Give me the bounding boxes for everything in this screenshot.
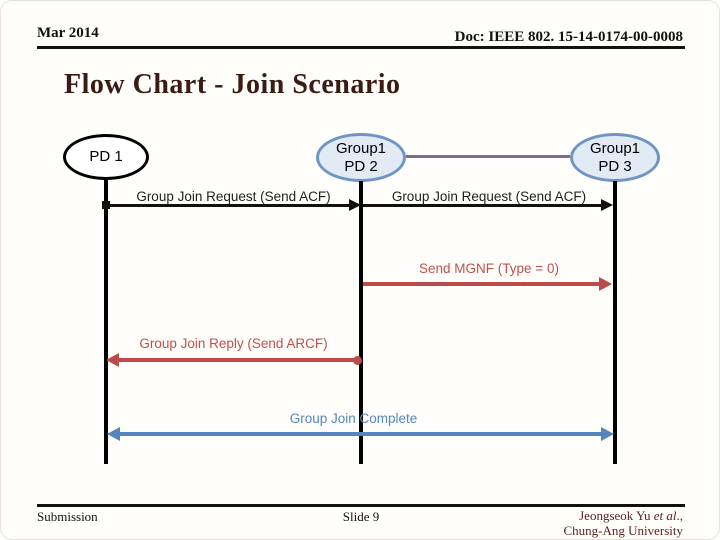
message-label-join-request-2: Group Join Request (Send ACF)	[391, 189, 587, 204]
message-origin-dot-icon	[353, 356, 362, 365]
message-line-join-reply	[118, 358, 356, 362]
node-pd2-group-label: Group1	[335, 140, 387, 158]
node-pd1: PD 1	[63, 134, 149, 180]
message-origin-dot-icon	[102, 201, 110, 209]
footer-slide-number: Slide 9	[342, 509, 380, 524]
message-label-send-mgnf: Send MGNF (Type = 0)	[419, 261, 559, 276]
arrowhead-right-icon	[349, 199, 361, 211]
node-pd3-label: PD 3	[598, 157, 632, 175]
footer-etal: et al	[653, 508, 677, 523]
message-line-send-mgnf	[363, 282, 600, 286]
lifeline-pd1	[104, 179, 108, 464]
lifeline-pd3	[613, 181, 617, 464]
footer-rule	[37, 504, 685, 507]
page-title: Flow Chart - Join Scenario	[64, 69, 401, 100]
arrowhead-right-icon	[599, 277, 612, 291]
group-link-line	[406, 155, 570, 158]
arrowhead-left-icon	[106, 353, 119, 367]
message-line-join-request-1	[106, 204, 350, 207]
node-pd3-group-label: Group1	[589, 140, 641, 158]
arrowhead-right-icon	[601, 427, 614, 441]
header-rule	[37, 46, 685, 49]
footer-author-suffix: .,	[676, 508, 684, 523]
message-label-join-complete: Group Join Complete	[289, 411, 418, 426]
node-pd1-label: PD 1	[89, 148, 123, 166]
header-doc-number: Doc: IEEE 802. 15-14-0174-00-0008	[454, 29, 683, 45]
message-label-join-reply: Group Join Reply (Send ARCF)	[139, 336, 328, 351]
header-date: Mar 2014	[37, 25, 99, 41]
message-line-join-request-2	[363, 204, 602, 207]
footer-university: Chung-Ang University	[563, 522, 683, 538]
node-pd2-label: PD 2	[344, 157, 378, 175]
message-label-join-request-1: Group Join Request (Send ACF)	[136, 189, 331, 204]
lifeline-pd2	[359, 181, 363, 464]
node-pd3: Group1 PD 3	[570, 133, 660, 182]
arrowhead-right-icon	[601, 199, 613, 211]
message-line-join-complete	[119, 432, 602, 436]
footer-author: Jeongseok Yu et al., Chung-Ang Universit…	[563, 508, 684, 539]
footer-submission: Submission	[37, 509, 98, 524]
arrowhead-left-icon	[107, 427, 120, 441]
footer-author-name: Jeongseok Yu	[579, 508, 654, 523]
node-pd2: Group1 PD 2	[316, 133, 406, 182]
